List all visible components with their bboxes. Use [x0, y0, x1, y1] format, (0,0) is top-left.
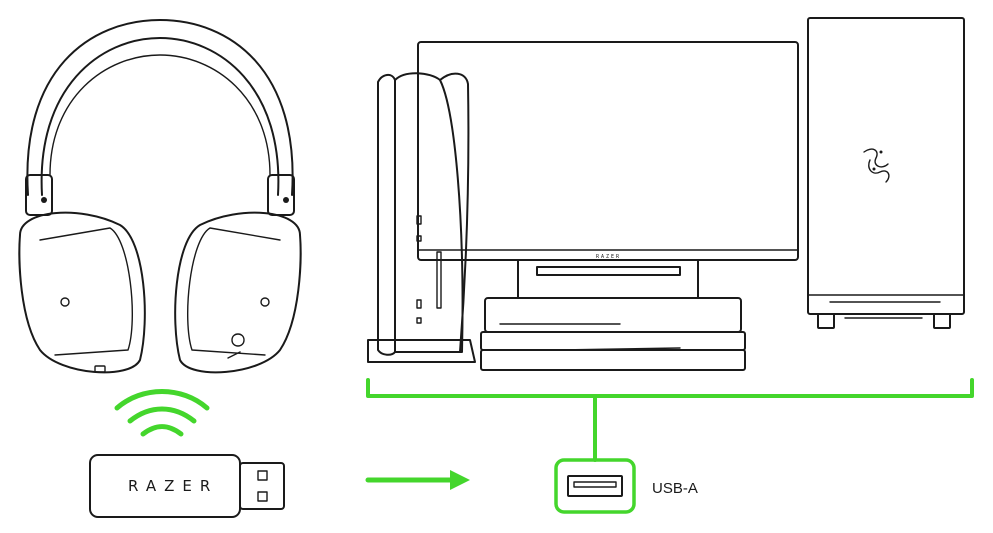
monitor-icon: RAZER [417, 41, 799, 299]
pc-tower-icon [807, 17, 965, 329]
console-icon [480, 297, 746, 371]
headset-icon [18, 19, 302, 374]
usb-a-port-icon [554, 458, 636, 514]
usb-a-label: USB-A [652, 480, 698, 497]
razer-logo-icon [863, 148, 890, 183]
dongle-brand-label: RAZER [128, 477, 218, 495]
wireless-signal-icon [114, 389, 210, 437]
connection-bracket [366, 378, 974, 462]
monitor-brand-label: RAZER [596, 254, 621, 260]
usb-dongle-icon: RAZER [89, 454, 285, 518]
console-icon [367, 72, 476, 363]
arrow-right-icon [365, 470, 470, 490]
